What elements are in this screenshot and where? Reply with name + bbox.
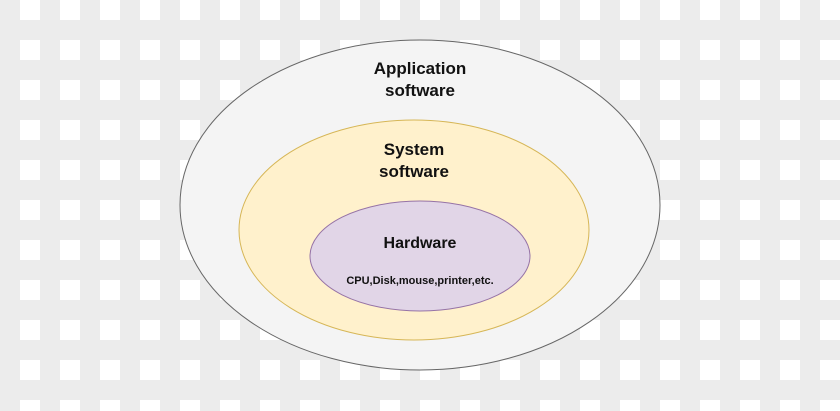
hardware-ellipse [309, 200, 531, 312]
application-label-line2: software [385, 81, 455, 100]
system-label-line2: software [379, 162, 449, 181]
system-label-line1: System [383, 140, 445, 159]
hardware-label: Hardware [383, 235, 457, 252]
application-software-label: Application software [320, 58, 520, 102]
application-label-line1: Application [373, 59, 467, 78]
hardware-examples-label: CPU,Disk,mouse,printer,etc. [346, 275, 494, 287]
system-software-label: System software [314, 139, 514, 183]
